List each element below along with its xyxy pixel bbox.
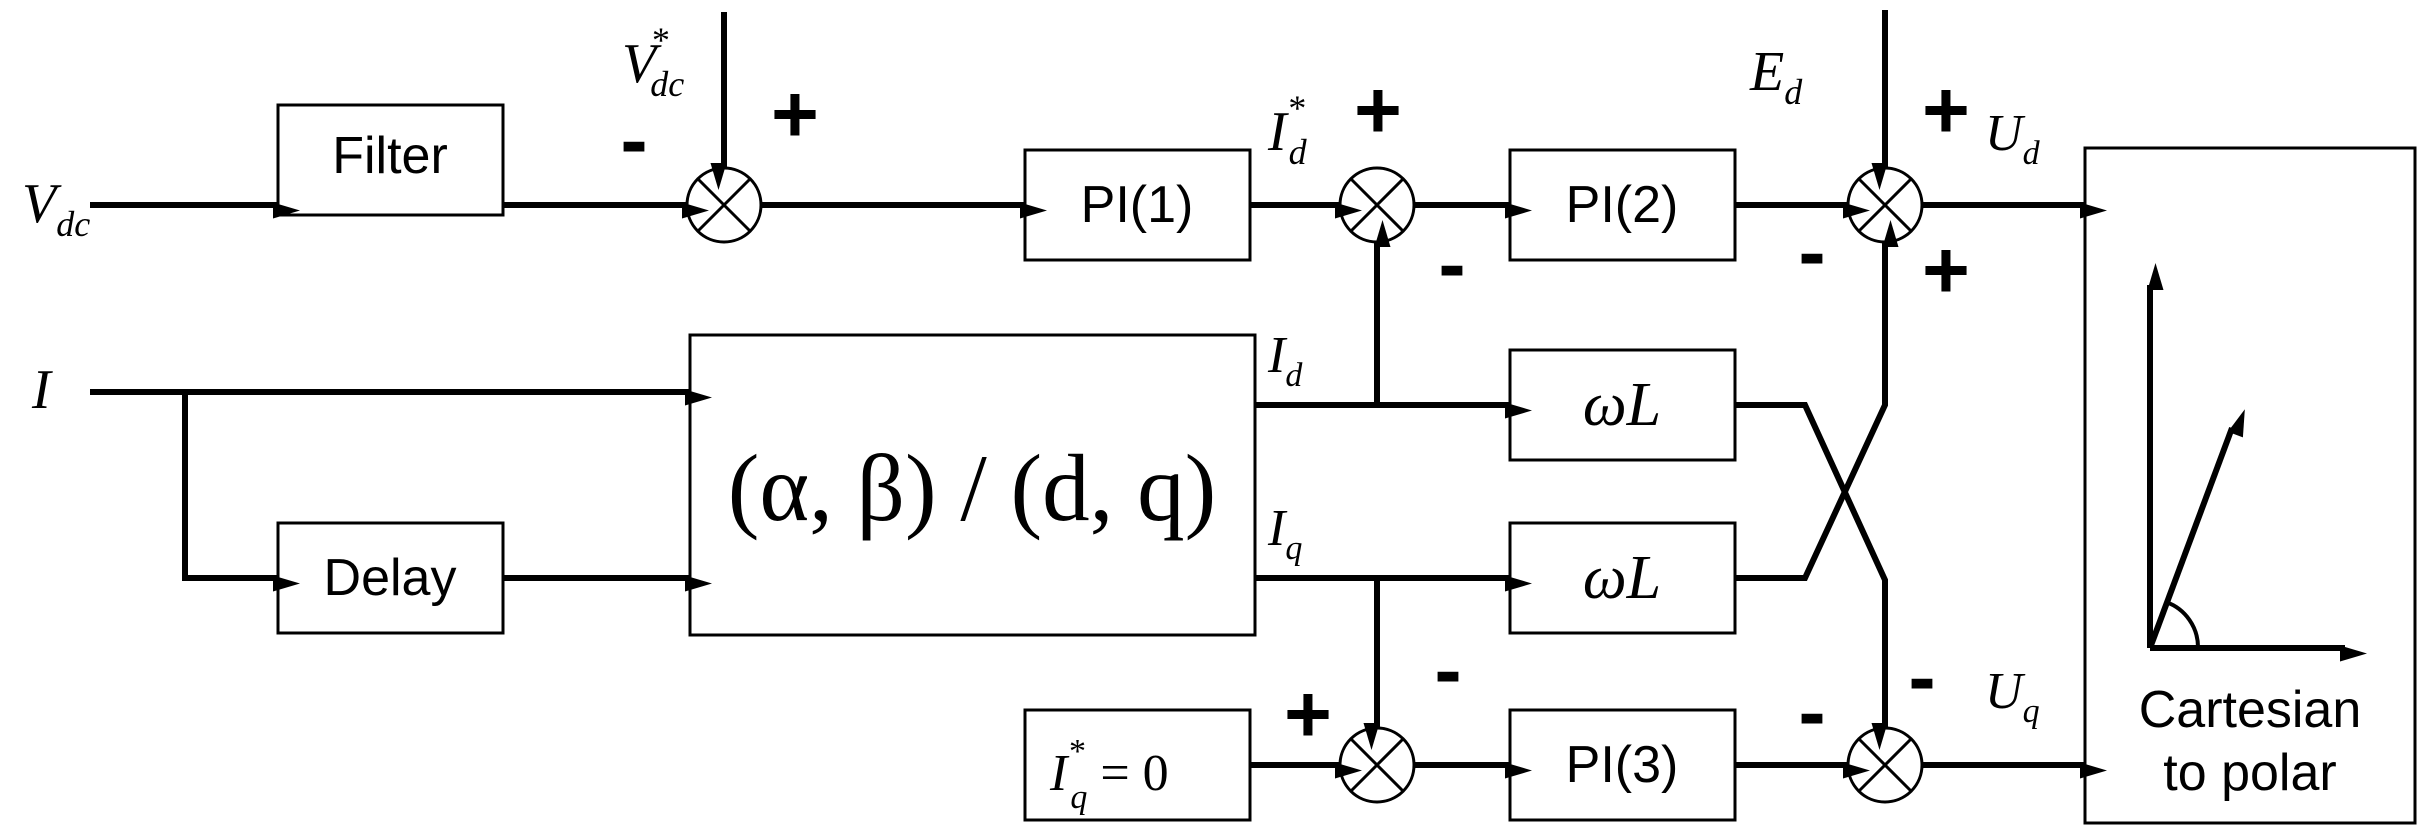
ud-output-label: Ud [1985,105,2041,172]
summing-junction-d-current [1338,166,1416,244]
pi1-label: PI(1) [1081,176,1194,234]
summing-junction-q-current [1338,726,1416,804]
omega-l-bottom-block: ωL [1508,521,1737,635]
sum5-minus-sign: - [1798,667,1825,758]
pi3-label: PI(3) [1566,736,1679,794]
vdc-input-label: Vdc [22,173,90,244]
sum5-cross-minus-sign: - [1908,632,1935,723]
delay-label: Delay [324,549,457,607]
sum1-minus-sign: - [620,95,647,186]
iq-ref-block: I* q = 0 [1023,708,1252,822]
id-signal-label: Id [1267,327,1303,394]
cross-coupling-d-wire [1735,219,1899,581]
omega-l-top-label: ωL [1583,371,1661,439]
i-to-delay-wire [182,392,301,592]
polar-axes-icon [2147,262,2368,662]
sum4-minus-sign: - [1434,625,1461,716]
sum2-minus-sign: - [1438,219,1465,310]
transform-block: (α, β) / (d, q) [688,333,1257,637]
pi2-label: PI(2) [1566,176,1679,234]
omega-l-bottom-label: ωL [1583,544,1661,612]
cartesian-to-polar-block: Cartesian to polar [2083,146,2417,825]
uq-output-label: Uq [1985,663,2040,730]
summing-junction-dc [685,166,763,244]
iq-ref-equals-zero: = 0 [1087,745,1168,802]
pi2-block: PI(2) [1508,148,1737,262]
polar-label-line2: to polar [2163,744,2336,802]
i-input-label: I [31,359,53,421]
id-ref-label: I*d [1267,88,1308,172]
sum1-plus-sign: + [771,69,819,160]
pi3-block: PI(3) [1508,708,1737,822]
transform-label: (α, β) / (d, q) [728,435,1217,541]
vdc-ref-label: V*dc [622,20,684,104]
signal-wires [90,10,2108,779]
pi1-block: PI(1) [1023,148,1252,262]
sum3-cross-plus-sign: + [1922,225,1970,316]
filter-block: Filter [276,103,505,217]
ed-label: Ed [1749,41,1803,112]
sum2-plus-sign: + [1354,65,1402,156]
sum3-plus-sign: + [1922,65,1970,156]
summing-junction-d-voltage [1846,166,1924,244]
iq-ref-symbol: I [1049,745,1070,802]
polar-label-line1: Cartesian [2139,681,2362,739]
delay-block: Delay [276,521,505,635]
filter-label: Filter [332,127,448,185]
sum4-plus-sign: + [1284,669,1332,760]
iq-signal-label: Iq [1267,500,1302,567]
iq-ref-star: * [1067,733,1084,770]
omega-l-top-block: ωL [1508,348,1737,462]
sum3-minus-sign: - [1798,207,1825,298]
svg-text:I*q = 0: I* q = 0 [1049,733,1169,816]
summing-junction-q-voltage [1846,726,1924,804]
iq-ref-subscript: q [1070,779,1087,816]
